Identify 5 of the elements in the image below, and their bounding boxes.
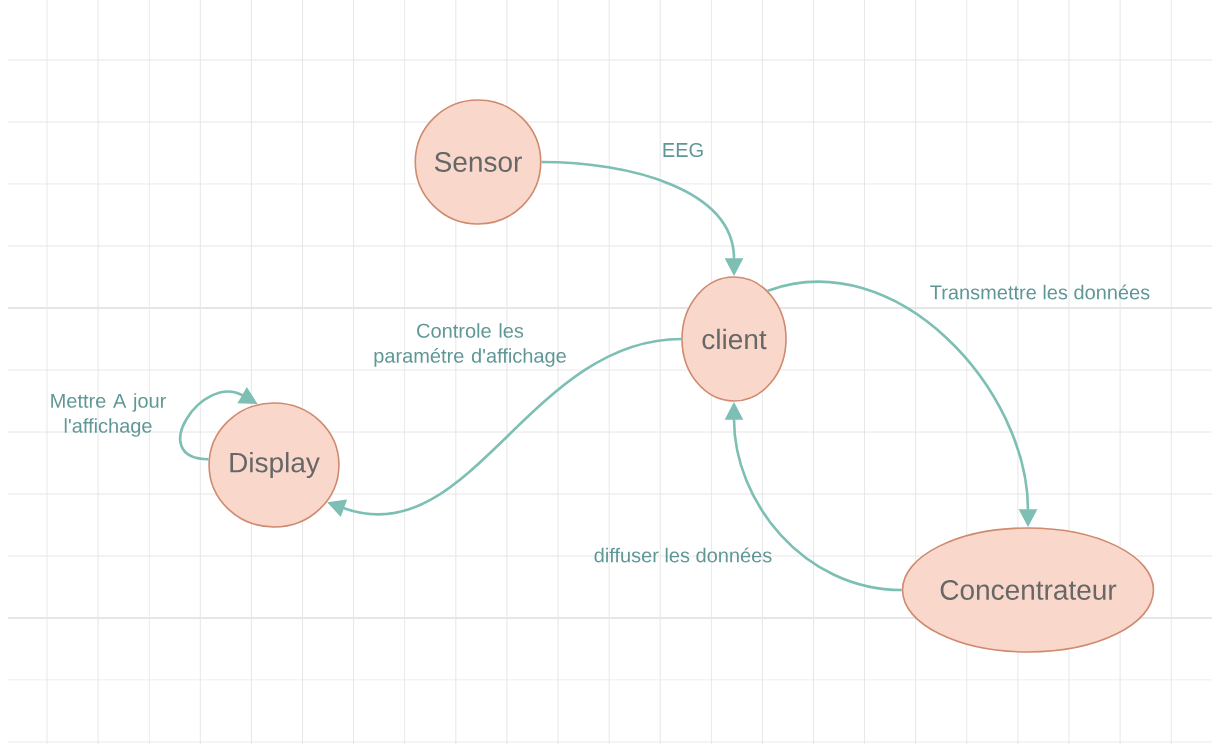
edge-label: Transmettre les données	[930, 284, 1150, 300]
edge-label: diffuser les données	[594, 547, 772, 563]
edge-label: EEG	[663, 142, 703, 158]
edge-label: Mettre A jour l'affichage	[51, 393, 166, 437]
edge-label: Controle les paramétre d'affichage	[374, 323, 566, 367]
